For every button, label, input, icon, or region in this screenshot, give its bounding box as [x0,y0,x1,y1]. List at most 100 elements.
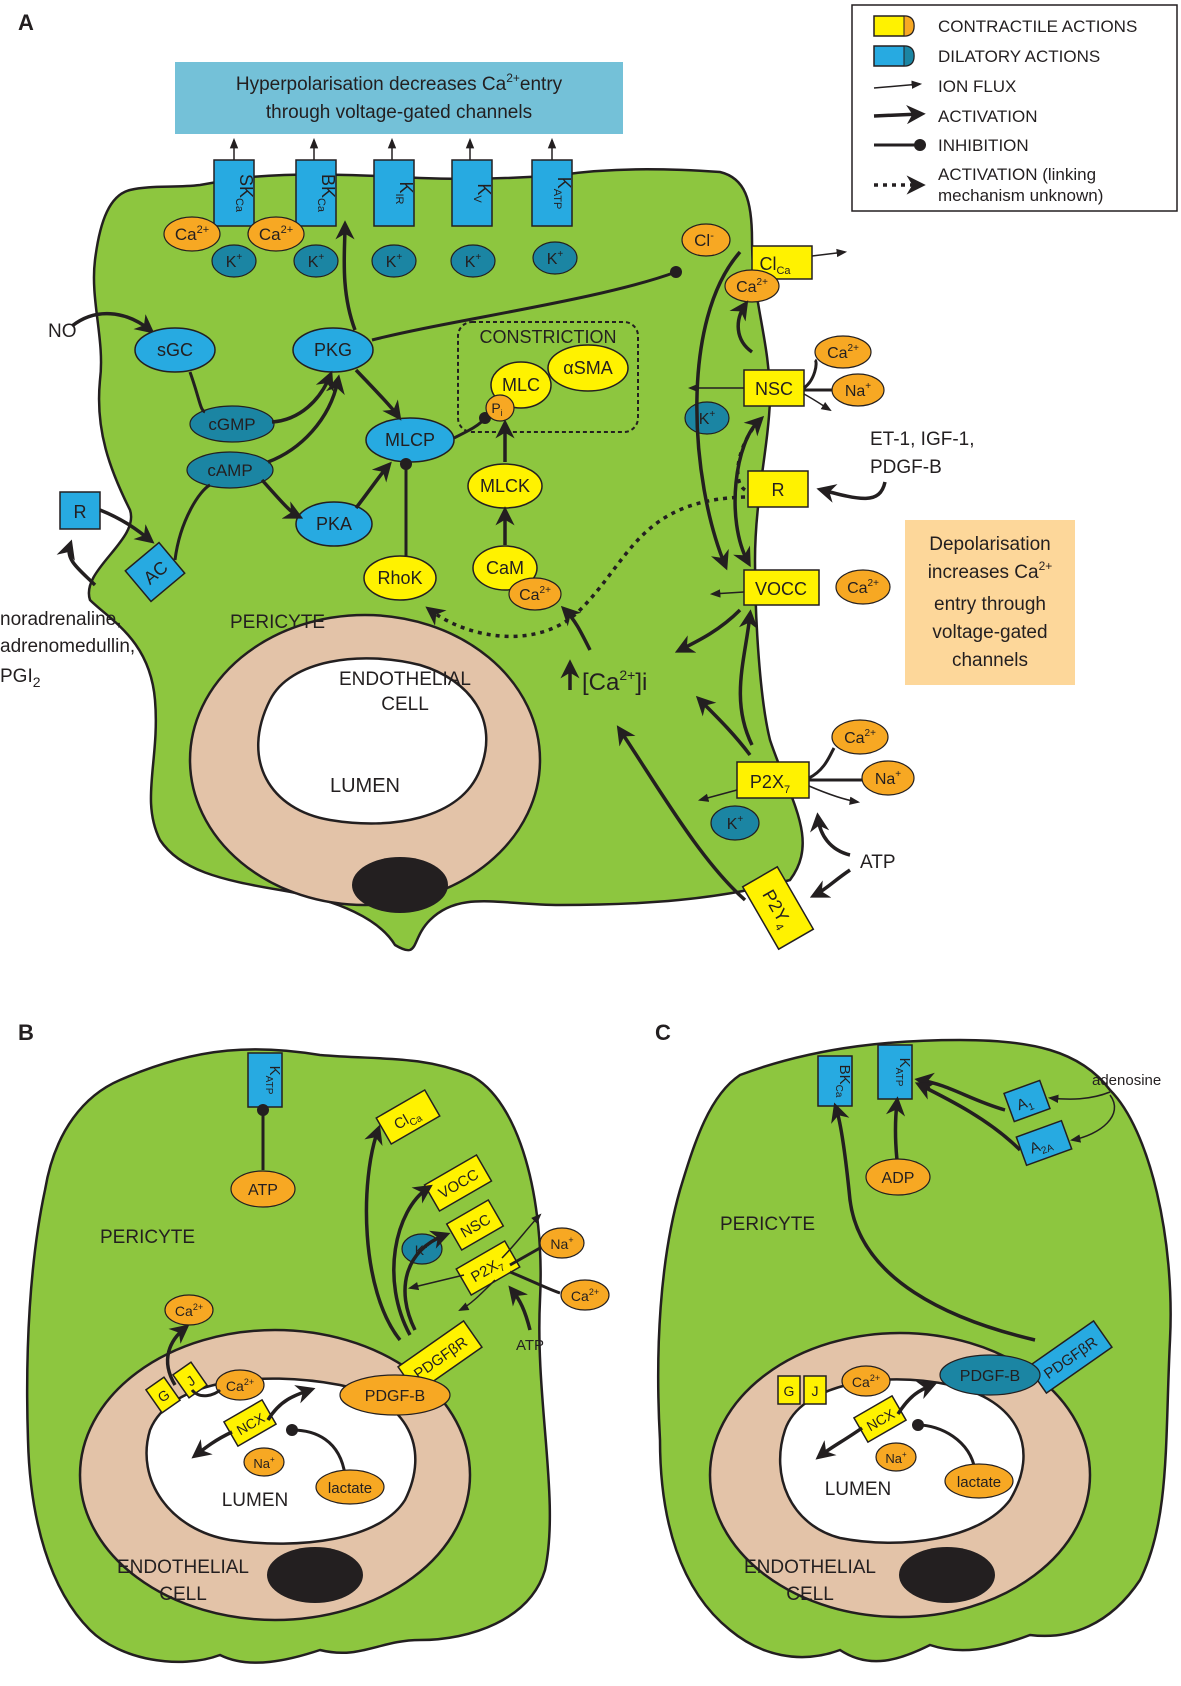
ncx-in-arrow-b [191,1430,233,1459]
svg-text:KATP: KATP [551,177,574,210]
banner-line-1: Hyperpolarisation decreases Ca2+entry [236,71,563,95]
svg-text:Ca2+: Ca2+ [259,224,293,244]
lactate-node-b: lactate [315,1469,385,1505]
svg-text:K+: K+ [699,409,716,428]
svg-text:ION FLUX: ION FLUX [938,77,1016,96]
ligand-arrow-left [56,539,97,587]
svg-text:BKCa: BKCa [315,174,338,213]
pericyte-label-c: PERICYTE [720,1214,815,1235]
kir-channel: KIR [373,159,416,227]
p2y4-to-cai-arrow [616,725,747,902]
cam-node: CaM [472,545,538,591]
gj-ca-link-b [190,1388,222,1398]
pi-node: Pi [485,394,515,422]
svg-text:Ca2+: Ca2+ [175,224,209,244]
vocc-ca-ion: Ca2+ [835,569,891,605]
adenosine-to-a1 [1047,1091,1111,1104]
no-arrow [70,312,155,334]
constriction-label: CONSTRICTION [480,327,617,347]
a1-to-katp [914,1072,1006,1112]
svg-text:Pi: Pi [491,400,502,418]
mlcp-node: MLCP [365,417,455,463]
svg-text:ACTIVATION (linking: ACTIVATION (linking [938,165,1096,184]
ncx-out-arrow-c [896,1381,938,1415]
svg-text:SKCa: SKCa [233,174,256,213]
a2a-to-katp [914,1082,1022,1152]
kv-channel: KV [451,159,494,227]
svg-text:Ca2+: Ca2+ [852,1373,880,1390]
mlck-node: MLCK [467,463,543,509]
ca-ion-b-right: Ca2+ [560,1279,610,1311]
depol-line-2: increases Ca2+ [928,559,1053,583]
svg-text:K+: K+ [547,249,564,268]
gj-c: G J [777,1375,827,1405]
cgmp-node: cGMP [189,405,275,443]
gj-to-ca-arrow-b [165,1324,190,1386]
svg-text:sGC: sGC [157,340,193,360]
hyperpolarisation-banner [175,62,623,134]
katp-channel: KATP [531,159,574,227]
vocc-channel: VOCC [743,569,820,606]
skca-channel: SKCa [213,159,256,227]
ligand-left-2: adrenomedullin, [0,636,135,657]
svg-text:KV: KV [471,183,494,203]
nsc-to-vocc-arrow [733,418,762,568]
clca-to-vocc-arrow [695,250,742,571]
svg-text:Na+: Na+ [885,1450,907,1466]
svg-text:BKCa: BKCa [833,1065,853,1098]
p2x7-channel-b: P2X7 [455,1239,521,1297]
svg-text:G: G [784,1383,795,1399]
depol-line-1: Depolarisation [929,534,1050,555]
nsc-to-clca-arrow [729,300,754,354]
svg-text:Ca2+: Ca2+ [519,585,551,604]
bkca-channel: BKCa [295,159,338,227]
svg-text:CONTRACTILE ACTIONS: CONTRACTILE ACTIONS [938,17,1137,36]
svg-text:INHIBITION: INHIBITION [938,136,1029,155]
a1-receptor-c: A1 [1003,1079,1051,1123]
svg-text:K+: K+ [226,252,243,271]
svg-text:RhoK: RhoK [377,568,422,588]
nucleus-a [352,857,448,913]
atp-node-b: ATP [230,1170,296,1208]
rhok-node: RhoK [363,555,437,601]
svg-text:Ca2+: Ca2+ [226,1377,254,1394]
ncx-in-arrow-c [815,1426,864,1460]
atp-label-a: ATP [860,852,896,873]
pkg-node: PKG [292,327,374,373]
p2x7-k-ion: K+ [710,805,760,841]
nsc-ca-ion: Ca2+ [814,335,872,369]
na-ion-c: Na+ [875,1442,917,1472]
constriction-box [457,321,639,433]
nucleus-c [899,1547,995,1603]
svg-text:MLC: MLC [502,375,540,395]
svg-text:KATP: KATP [263,1066,283,1095]
pdgfbr-arrows-b [364,1124,451,1342]
atp-to-p2x7-arrow [810,812,851,857]
p2y4-receptor: P2Y4 [741,865,815,951]
svg-text:Ca2+: Ca2+ [847,578,879,597]
katp-channel-c: KATP [877,1044,913,1100]
svg-text:J: J [812,1383,819,1399]
svg-text:DILATORY ACTIONS: DILATORY ACTIONS [938,47,1100,66]
lactate-node-c: lactate [944,1463,1014,1499]
lumen-label-a: LUMEN [330,775,400,797]
svg-text:PKA: PKA [316,514,352,534]
svg-text:KIR: KIR [393,181,416,204]
pdgfb-node-b: PDGF-B [339,1374,451,1416]
legend-activation-unknown: ACTIVATION (linking mechanism unknown) [874,165,1103,205]
svg-text:Ca2+: Ca2+ [571,1287,599,1304]
nsc-k-ion: K+ [684,401,730,435]
ligand-left-3: PGI2 [0,666,41,690]
svg-text:Ca2+: Ca2+ [827,343,859,362]
panel-label-a: A [18,10,34,35]
svg-text:Ca2+: Ca2+ [844,728,876,747]
svg-text:K+: K+ [727,814,744,833]
pericyte-label-b: PERICYTE [100,1227,195,1248]
ca-ion-bkca: Ca2+ [247,216,305,252]
ca-ion-c: Ca2+ [841,1365,891,1397]
pdgfbr-to-bkca [831,1102,1036,1342]
svg-text:αSMA: αSMA [563,358,612,378]
depol-line-3: entry through [934,594,1046,615]
cai-label: [Ca2+]i [582,667,647,696]
